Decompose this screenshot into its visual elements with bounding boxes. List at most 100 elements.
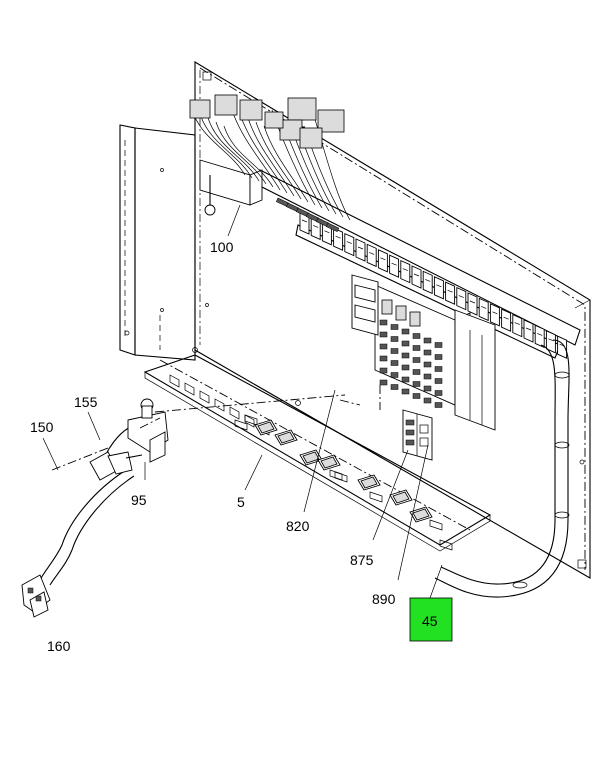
callout-100: 100 bbox=[210, 239, 234, 255]
fuse-cell bbox=[434, 378, 443, 384]
fuse-module bbox=[351, 274, 496, 431]
relay-socket bbox=[409, 311, 421, 327]
main-panel bbox=[192, 61, 591, 579]
fuse-cell bbox=[390, 360, 399, 366]
fuse-cell bbox=[434, 354, 443, 360]
harness-clip bbox=[554, 371, 570, 379]
callout-150: 150 bbox=[30, 419, 54, 435]
harness-clip bbox=[554, 511, 570, 519]
relay-block bbox=[344, 232, 355, 257]
wire bbox=[247, 117, 295, 197]
wire bbox=[255, 121, 302, 200]
relay-block bbox=[400, 259, 411, 284]
callout-875: 875 bbox=[350, 552, 374, 568]
fuse-cell bbox=[401, 364, 410, 371]
callout-45-highlight[interactable] bbox=[409, 597, 453, 642]
leader-lines bbox=[42, 204, 443, 599]
fuse-cell bbox=[434, 366, 443, 372]
small-fuse-block bbox=[402, 409, 433, 461]
relay-block bbox=[433, 276, 444, 300]
fuse-cell bbox=[423, 349, 432, 356]
relay-block bbox=[389, 254, 400, 278]
fuse-cell bbox=[379, 355, 388, 362]
fuse-cell bbox=[401, 352, 410, 359]
fuse-cell bbox=[390, 336, 399, 342]
fuse-cell bbox=[390, 384, 399, 390]
fuse-cell bbox=[423, 385, 432, 392]
fuse-cell bbox=[379, 379, 388, 386]
fuse-cell bbox=[412, 369, 421, 375]
relay-block bbox=[333, 227, 344, 251]
harness-45 bbox=[434, 339, 570, 598]
tray-terminal bbox=[429, 519, 443, 531]
fuse-blade bbox=[325, 222, 340, 233]
fuse-cell bbox=[434, 390, 443, 396]
relay-block bbox=[445, 281, 456, 305]
fuse-cell bbox=[434, 342, 443, 348]
fuse-cell bbox=[401, 388, 410, 395]
tray-slot bbox=[199, 390, 210, 404]
relay-block bbox=[489, 303, 500, 327]
relay-block bbox=[478, 297, 489, 322]
tray-slot bbox=[214, 398, 225, 412]
fuse-cell bbox=[379, 319, 388, 326]
relay-block bbox=[467, 292, 478, 316]
callout-45[interactable]: 45 bbox=[422, 613, 438, 629]
callout-160: 160 bbox=[47, 638, 71, 654]
fuse-cell bbox=[423, 373, 432, 380]
fuse-cell bbox=[379, 331, 388, 338]
relay-strip bbox=[257, 169, 581, 359]
tray-terminal bbox=[439, 539, 453, 551]
tray-slot bbox=[229, 406, 240, 420]
fuse-cell bbox=[401, 376, 410, 383]
harness-clip bbox=[554, 441, 570, 449]
fuse-cell bbox=[412, 381, 421, 387]
relay-block bbox=[501, 308, 512, 332]
tray-slot bbox=[184, 382, 195, 396]
relay-block bbox=[523, 319, 534, 343]
wire bbox=[231, 109, 281, 191]
wire bbox=[263, 125, 309, 203]
fuse-cell bbox=[379, 343, 388, 350]
fuse-cell bbox=[434, 402, 443, 408]
fuse-cell bbox=[401, 340, 410, 347]
relay-block bbox=[355, 238, 366, 262]
fuse-cell bbox=[390, 348, 399, 354]
tray-connectors bbox=[234, 414, 453, 551]
wire bbox=[199, 113, 253, 179]
relay-block bbox=[456, 286, 467, 311]
wire bbox=[207, 117, 260, 182]
harness-clip bbox=[512, 581, 528, 589]
fuse-cell bbox=[412, 345, 421, 351]
wire bbox=[239, 113, 288, 194]
fuse-cell bbox=[423, 397, 432, 404]
callout-labels: 100 155 150 95 5 820 875 890 45 160 bbox=[30, 239, 453, 654]
fuse-cell bbox=[390, 372, 399, 378]
tray-terminal bbox=[234, 419, 248, 431]
wire bbox=[215, 121, 267, 185]
wire bbox=[223, 125, 274, 188]
callout-5: 5 bbox=[237, 494, 245, 510]
wire bbox=[191, 109, 246, 176]
relay-block bbox=[366, 243, 377, 268]
bottom-tray bbox=[143, 354, 492, 552]
tray-terminal bbox=[244, 414, 258, 426]
relay-block bbox=[545, 330, 556, 354]
tray-slot bbox=[169, 374, 180, 388]
callout-890: 890 bbox=[372, 591, 396, 607]
phantom-lines bbox=[51, 385, 381, 471]
relay-block bbox=[512, 313, 523, 338]
mounting-bracket bbox=[119, 124, 209, 361]
callout-820: 820 bbox=[286, 518, 310, 534]
tray-terminal bbox=[369, 491, 383, 503]
relay-socket bbox=[395, 305, 407, 321]
connector-cluster-100 bbox=[189, 94, 351, 221]
fuse-cell bbox=[423, 337, 432, 344]
harness-left bbox=[21, 398, 169, 618]
relay-block bbox=[411, 265, 422, 289]
fuse-cell bbox=[423, 361, 432, 368]
fuse-cell bbox=[412, 393, 421, 399]
callout-155: 155 bbox=[74, 394, 98, 410]
